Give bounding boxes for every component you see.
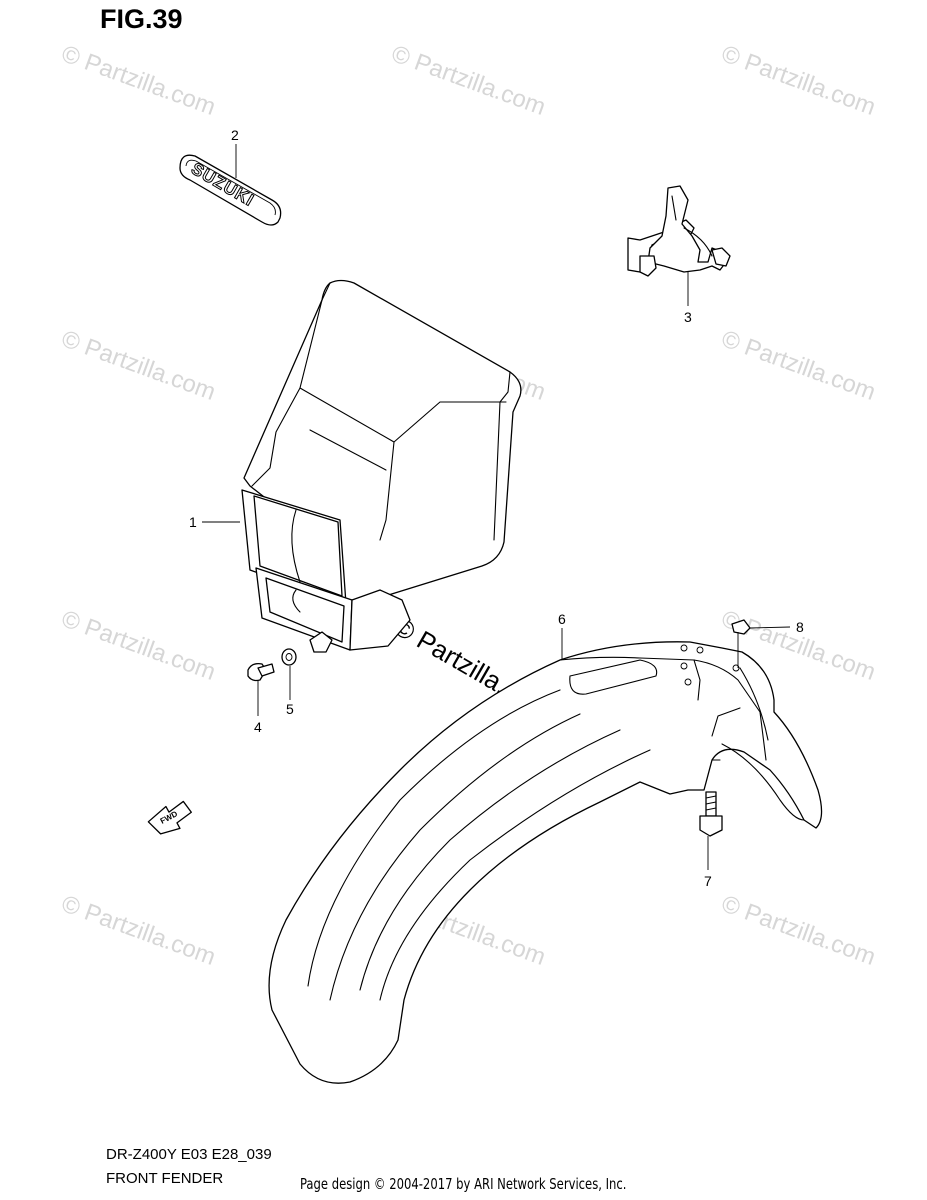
- watermark: © Partzilla.com: [58, 40, 219, 121]
- figure-title: FIG.39: [100, 4, 183, 34]
- callout-7: 7: [704, 873, 712, 889]
- front-fender-part: [268, 641, 823, 1084]
- callout-2: 2: [231, 127, 239, 143]
- model-code-label: DR-Z400Y E03 E28_039: [106, 1146, 272, 1163]
- watermark: © Partzilla.com: [718, 40, 879, 121]
- suzuki-emblem-part: SUZUKI: [179, 154, 282, 226]
- bolt-part: [699, 791, 723, 837]
- screw-part: [247, 662, 275, 682]
- watermark: © Partzilla.com: [58, 605, 219, 686]
- leader-lines: [202, 144, 791, 870]
- bracket-part: [627, 185, 731, 277]
- washer-part: [281, 648, 297, 666]
- watermark: © Partzilla.com: [58, 325, 219, 406]
- section-name-label: FRONT FENDER: [106, 1170, 224, 1187]
- watermark: © Partzilla.com: [388, 40, 549, 121]
- watermark: © Partzilla.com: [718, 890, 879, 971]
- callout-1: 1: [189, 514, 197, 530]
- watermark: © Partzilla.com: [718, 325, 879, 406]
- callout-8: 8: [796, 619, 804, 635]
- callout-5: 5: [286, 701, 294, 717]
- copyright-notice: Page design © 2004-2017 by ARI Network S…: [300, 1175, 627, 1193]
- nut-part: [731, 619, 751, 635]
- watermark: © Partzilla.com: [58, 890, 219, 971]
- callout-4: 4: [254, 719, 262, 735]
- callout-6: 6: [558, 611, 566, 627]
- number-plate-part: [241, 279, 522, 653]
- forward-arrow-icon: FWD: [147, 800, 192, 835]
- callout-3: 3: [684, 309, 692, 325]
